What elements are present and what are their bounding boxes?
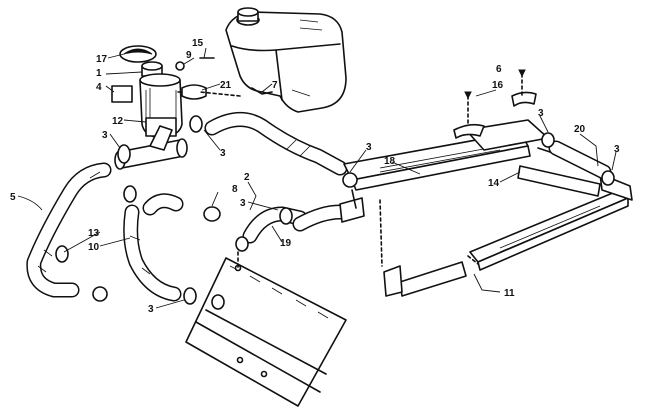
mounting-bracket xyxy=(175,57,241,100)
hose-10 xyxy=(123,193,184,302)
hose-5 xyxy=(26,162,112,298)
callout-12: 12 xyxy=(112,116,124,127)
hose-19 xyxy=(242,204,348,244)
callout-3-upper-left: 3 xyxy=(102,130,108,141)
callout-3-center: 3 xyxy=(240,198,246,209)
callout-11: 11 xyxy=(504,288,515,299)
callout-4: 4 xyxy=(96,82,102,93)
callout-17: 17 xyxy=(96,54,108,65)
callout-3-far-right: 3 xyxy=(614,144,620,155)
callout-labels: 17 1 4 15 9 21 7 12 3 3 5 2 8 3 13 10 19… xyxy=(10,38,620,315)
callout-8: 8 xyxy=(232,184,238,195)
callout-3-lower: 3 xyxy=(148,304,154,315)
bracket-16 xyxy=(453,91,485,139)
callout-14: 14 xyxy=(488,178,500,189)
callout-1: 1 xyxy=(96,68,102,79)
callout-6: 6 xyxy=(496,64,502,75)
hose-2 xyxy=(204,112,348,176)
callout-9: 9 xyxy=(186,50,192,61)
callout-19: 19 xyxy=(280,238,292,249)
bracket-6 xyxy=(511,69,537,107)
callout-5: 5 xyxy=(10,192,16,203)
callout-13: 13 xyxy=(88,228,100,239)
callout-15: 15 xyxy=(192,38,204,49)
hose-20 xyxy=(548,140,612,180)
callout-18: 18 xyxy=(384,156,396,167)
radiator-panel xyxy=(185,251,347,407)
coolant-tank xyxy=(225,7,347,113)
callout-20: 20 xyxy=(574,124,586,135)
hose-clamps xyxy=(55,115,615,310)
heat-exchanger-11 xyxy=(379,199,479,297)
callout-10: 10 xyxy=(88,242,100,253)
heat-exchanger-14 xyxy=(465,119,633,271)
callout-16: 16 xyxy=(492,80,504,91)
tee-fitting xyxy=(114,125,188,170)
callout-21: 21 xyxy=(220,80,232,91)
callout-3-right-center: 3 xyxy=(366,142,372,153)
callout-3-upper-right: 3 xyxy=(538,108,544,119)
callout-2: 2 xyxy=(244,172,250,183)
callout-7: 7 xyxy=(272,80,278,91)
leader-lines xyxy=(17,47,617,309)
callout-3-upper-center: 3 xyxy=(220,148,226,159)
